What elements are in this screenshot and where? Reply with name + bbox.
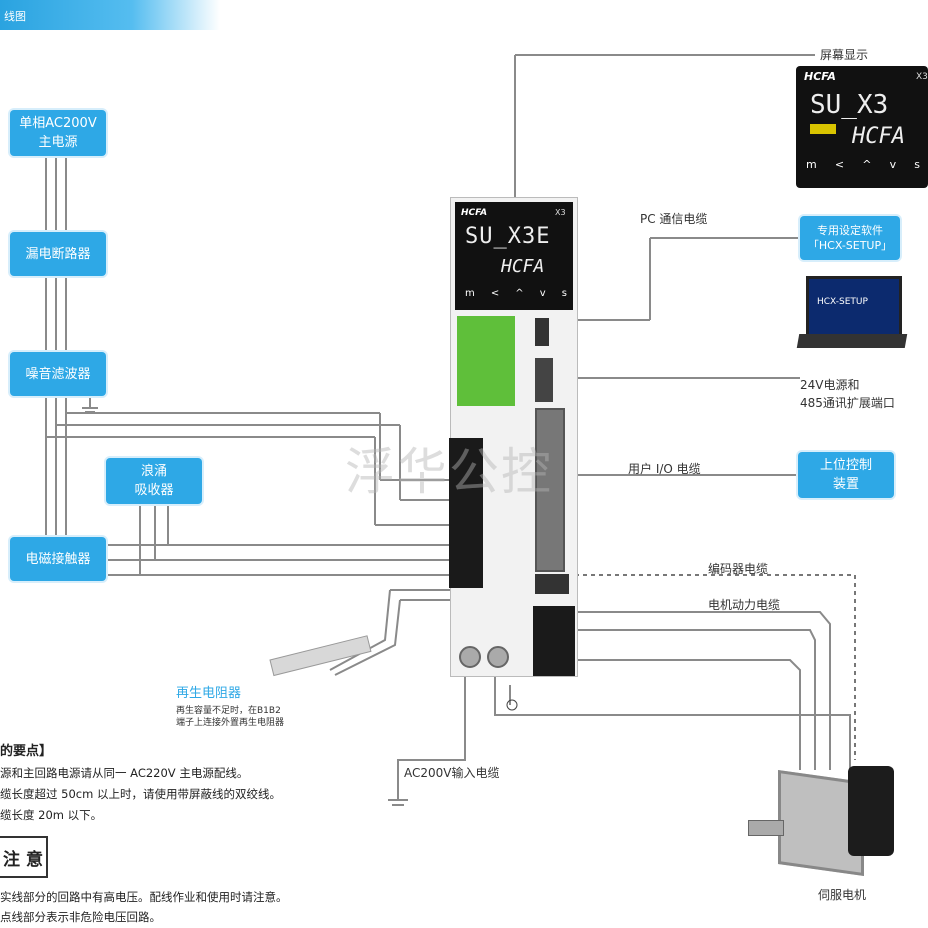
- notes-line3: 缆长度 20m 以下。: [0, 808, 103, 822]
- zoom-display-line2: HCFA: [852, 124, 905, 149]
- zoom-brand: HCFA: [804, 70, 836, 83]
- servo-motor: [748, 760, 898, 880]
- drive-button-left[interactable]: <: [490, 288, 500, 299]
- ground-screw-1: [459, 646, 481, 668]
- main-power-box: 单相AC200V 主电源: [10, 110, 106, 156]
- regen-resistor-label: 再生电阻器: [176, 686, 242, 701]
- zoom-display-panel: HCFA X3 SU_X3 HCFA m < ^ v s: [796, 66, 928, 188]
- caution-line2: 点线部分表示非危险电压回路。: [0, 910, 161, 924]
- zoom-button-s[interactable]: s: [914, 158, 920, 171]
- laptop-keyboard: [796, 334, 908, 348]
- zoom-button-up[interactable]: ^: [862, 158, 872, 171]
- power-24v-label-1: 24V电源和: [800, 378, 860, 392]
- regen-note-line1: 再生容量不足时，在B1B2: [176, 706, 281, 716]
- zoom-button-down[interactable]: v: [889, 158, 897, 171]
- drive-buttons: m < ^ v s: [465, 288, 567, 299]
- io-port: [535, 408, 565, 572]
- caution-line1: 实线部分的回路中有高电压。配线作业和使用时请注意。: [0, 890, 288, 904]
- zoom-series: X3: [916, 72, 928, 82]
- drive-display-panel: HCFA X3 SU_X3E HCFA m < ^ v s: [455, 202, 573, 310]
- motor-terminal-block: [533, 606, 575, 676]
- power-24v-label-2: 485通讯扩展端口: [800, 396, 895, 410]
- drive-button-m[interactable]: m: [465, 288, 475, 299]
- cn-24v-port: [535, 358, 553, 402]
- motor-encoder-cap: [848, 766, 894, 856]
- controller-box: 上位控制 装置: [798, 452, 894, 498]
- header-title: 线图: [4, 10, 26, 23]
- zoom-indicator: [810, 124, 836, 134]
- ground-screw-2: [487, 646, 509, 668]
- laptop-screen-text: HCX-SETUP: [817, 297, 868, 307]
- laptop-screen: HCX-SETUP: [806, 276, 902, 338]
- zoom-button-left[interactable]: <: [834, 158, 845, 171]
- drive-button-down[interactable]: v: [539, 288, 546, 299]
- breaker-box: 漏电断路器: [10, 232, 106, 276]
- drive-button-up[interactable]: ^: [515, 288, 524, 299]
- surge-absorber-box: 浪涌 吸收器: [106, 458, 202, 504]
- watermark: 浮华公控: [345, 443, 553, 501]
- pc-port: [535, 318, 549, 346]
- drive-green-label: [457, 316, 515, 406]
- caution-box: 注 意: [0, 836, 48, 878]
- noise-filter-box: 噪音滤波器: [10, 352, 106, 396]
- contactor-box: 电磁接触器: [10, 537, 106, 581]
- notes-line2: 缆长度超过 50cm 以上时，请使用带屏蔽线的双绞线。: [0, 787, 281, 801]
- servo-drive: HCFA X3 SU_X3E HCFA m < ^ v s: [449, 197, 578, 677]
- drive-display-line1: SU_X3E: [465, 224, 551, 249]
- zoom-buttons: m < ^ v s: [806, 158, 920, 171]
- ac-input-cable-label: AC200V输入电缆: [404, 766, 500, 780]
- pc-cable-label: PC 通信电缆: [640, 212, 708, 226]
- zoom-display-line1: SU_X3: [810, 90, 889, 120]
- servo-motor-label: 伺服电机: [818, 888, 867, 902]
- notes-heading: 的要点】: [0, 744, 53, 759]
- motor-power-cable-label: 电机动力电缆: [708, 598, 781, 612]
- drive-display-line2: HCFA: [501, 256, 545, 277]
- main-terminal-block: [449, 438, 483, 588]
- drive-series: X3: [555, 208, 566, 217]
- header-banner: [0, 0, 220, 30]
- software-box: 专用设定软件 「HCX-SETUP」: [800, 216, 900, 260]
- io-cable-label: 用户 I/O 电缆: [628, 462, 701, 476]
- encoder-port: [535, 574, 569, 594]
- regen-note-line2: 端子上连接外置再生电阻器: [176, 718, 285, 728]
- drive-brand: HCFA: [461, 208, 488, 218]
- screen-label: 屏幕显示: [820, 48, 869, 62]
- encoder-cable-label: 编码器电缆: [708, 562, 769, 576]
- notes-line1: 源和主回路电源请从同一 AC220V 主电源配线。: [0, 766, 249, 780]
- motor-shaft: [748, 820, 784, 836]
- zoom-button-m[interactable]: m: [806, 158, 817, 171]
- drive-button-s[interactable]: s: [561, 288, 567, 299]
